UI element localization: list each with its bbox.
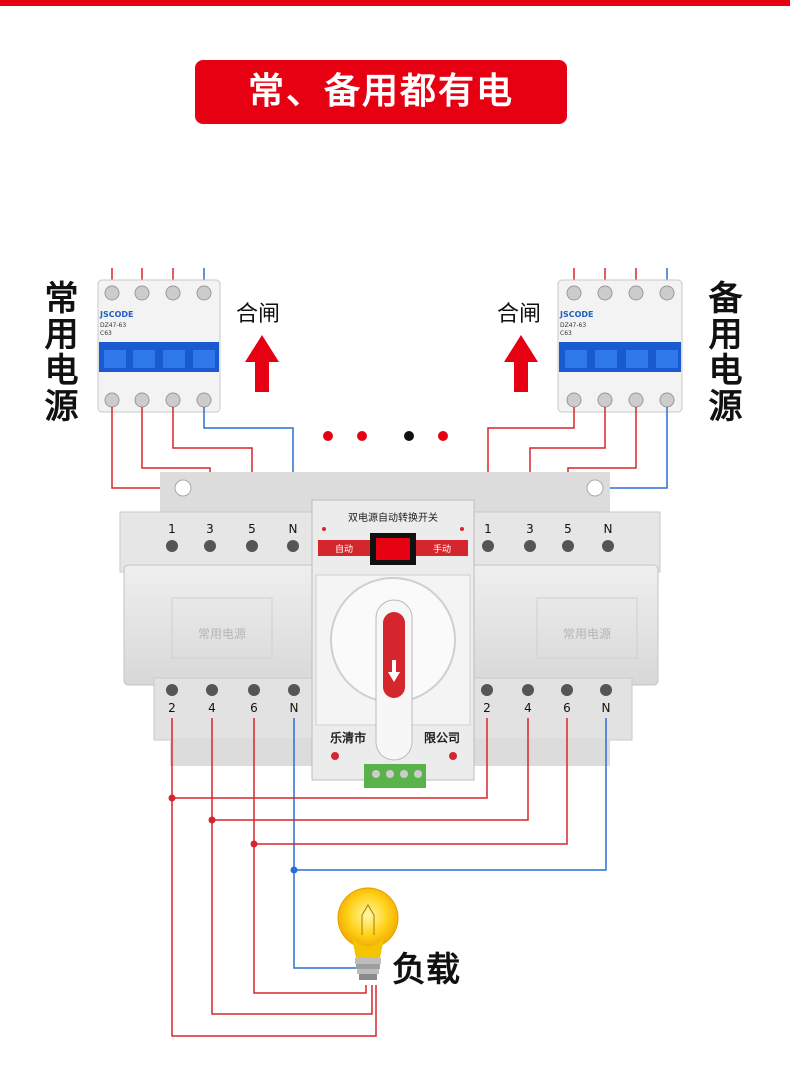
terminal-top-n-r: N (604, 522, 613, 536)
terminal-bottom-n: N (290, 701, 299, 715)
terminal-bottom-4-r: 4 (524, 701, 532, 715)
breaker-brand-right: JSCODE (559, 310, 594, 319)
manufacturer-tail-text: 限公司 (424, 730, 460, 745)
terminal-bottom-6: 6 (250, 701, 258, 715)
manufacturer-text: 乐清市 (330, 730, 366, 745)
terminal-bottom-4: 4 (208, 701, 216, 715)
transfer-switch: 常用电源 常用电源 1 3 5 N 1 3 5 N 2 4 6 N 2 4 6 … (119, 472, 661, 788)
close-label-left: 合闸 (236, 302, 281, 327)
breaker-right: JSCODE DZ47-63 C63 (557, 268, 683, 413)
terminal-top-n: N (289, 522, 298, 536)
load-label: 负载 (392, 950, 460, 990)
terminal-top-1: 1 (168, 522, 176, 536)
switch-side-right: 常用电源 (563, 627, 611, 641)
indicator-dot (323, 431, 333, 441)
top-accent-line (0, 0, 790, 6)
terminal-top-5-r: 5 (564, 522, 572, 536)
close-label-right: 合闸 (497, 302, 542, 327)
terminal-bottom-2-r: 2 (483, 701, 491, 715)
mode-auto-label: 自动 (335, 543, 353, 555)
indicator-dot (404, 431, 414, 441)
breaker-rating-right: C63 (560, 330, 572, 337)
terminal-bottom-n-r: N (602, 701, 611, 715)
backup-source-label: 备用电源 (702, 280, 742, 424)
up-arrow-left (245, 335, 279, 392)
breaker-rating-left: C63 (100, 330, 112, 337)
light-bulb-icon (337, 887, 399, 980)
breaker-model-left: DZ47-63 (100, 322, 126, 329)
switch-title: 双电源自动转换开关 (348, 511, 438, 524)
breaker-brand-left: JSCODE (99, 310, 134, 319)
terminal-top-1-r: 1 (484, 522, 492, 536)
page-title: 常、备用都有电 (195, 60, 567, 124)
breaker-model-right: DZ47-63 (560, 322, 586, 329)
up-arrow-right (504, 335, 538, 392)
terminal-bottom-6-r: 6 (563, 701, 571, 715)
junction-dots (168, 794, 298, 874)
terminal-bottom-2: 2 (168, 701, 176, 715)
wires-output (171, 718, 607, 1037)
terminal-top-5: 5 (248, 522, 256, 536)
terminal-top-3: 3 (206, 522, 214, 536)
breaker-left: JSCODE DZ47-63 C63 (97, 268, 221, 413)
switch-side-left: 常用电源 (198, 627, 246, 641)
mode-manual-label: 手动 (433, 543, 451, 555)
indicator-dot (438, 431, 448, 441)
terminal-top-3-r: 3 (526, 522, 534, 536)
indicator-dot (357, 431, 367, 441)
main-source-label: 常用电源 (38, 280, 78, 424)
